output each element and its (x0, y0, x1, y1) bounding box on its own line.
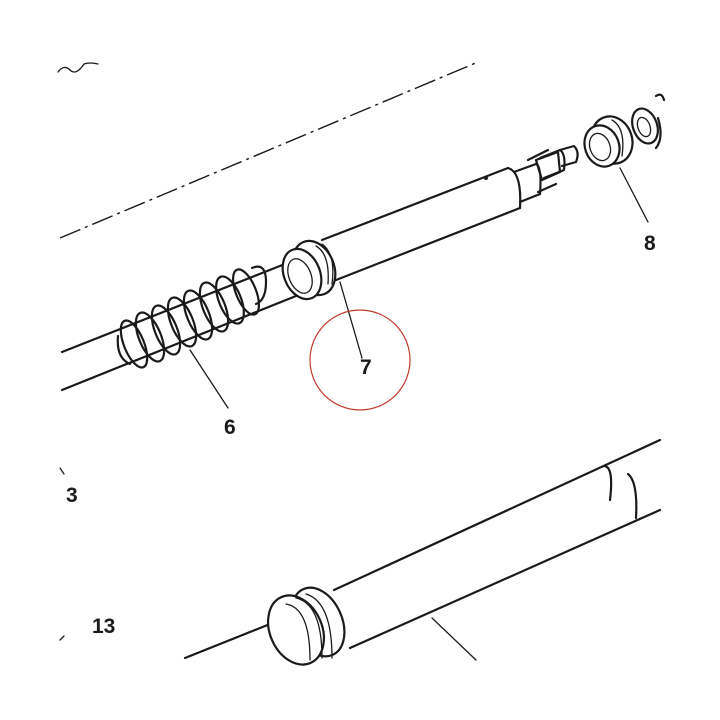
leader-7 (339, 281, 363, 359)
lower-tube-assembly (183, 438, 662, 666)
upper-shaft-assembly (60, 144, 579, 409)
leader-13 (431, 617, 477, 661)
callout-13: 13 (92, 615, 115, 638)
seal-ring-part-7 (281, 239, 337, 301)
tick-mark-lower (59, 635, 65, 641)
rod-top-edge (60, 260, 292, 354)
callout-6: 6 (224, 416, 236, 439)
tube-hole (484, 176, 488, 180)
lower-tube-top (332, 438, 662, 592)
leader-6 (189, 349, 229, 409)
callout-8: 8 (644, 232, 656, 255)
centerline-upper (59, 61, 479, 239)
lower-tube-bottom (348, 508, 662, 650)
partial-label-top-left (57, 62, 99, 73)
tube-bottom-edge (334, 206, 522, 282)
tick-mark-left (59, 467, 65, 475)
highlight-circle (309, 309, 411, 411)
tube-body (320, 144, 579, 282)
callout-7: 7 (360, 356, 372, 379)
lower-rod-top (183, 622, 272, 660)
tube-top-edge (320, 166, 510, 242)
leader-8 (619, 167, 649, 223)
seal-part-8 (583, 93, 666, 223)
callout-3: 3 (66, 484, 78, 507)
spring-part-6 (116, 265, 268, 369)
